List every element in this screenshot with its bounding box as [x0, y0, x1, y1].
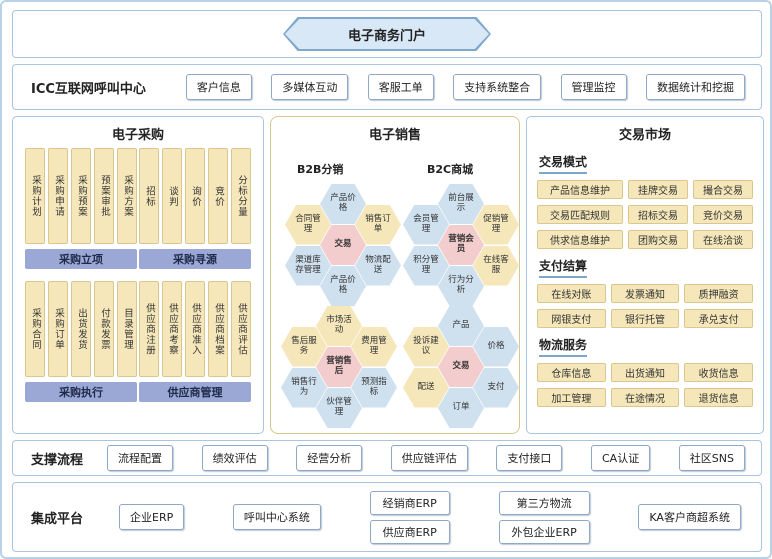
icc-label: ICC互联网呼叫中心	[31, 81, 146, 97]
market-section-header: 支付结算	[539, 257, 755, 278]
market-section-header: 物流服务	[539, 336, 755, 357]
b2b-label: B2B分销	[297, 163, 344, 176]
market-item: 银行托管	[610, 309, 680, 328]
icc-band: ICC互联网呼叫中心 客户信息 多媒体互动 客服工单 支持系统整合 管理监控 数…	[12, 64, 762, 110]
procurement-item: 采购方案	[117, 148, 137, 244]
procurement-item: 付款发票	[94, 281, 114, 377]
integration-system-stack: 经销商ERP 供应商ERP	[369, 490, 450, 544]
b2c-label: B2C商城	[427, 163, 474, 176]
integration-system: KA客户商超系统	[638, 504, 741, 530]
procurement-panel: 电子采购 采购计划 采购申请 采购预案 预案审批 采购方案 采购立项 招标	[12, 116, 264, 434]
procurement-item: 供应商档案	[208, 281, 228, 377]
market-item: 出货通知	[610, 363, 680, 382]
procurement-item: 供应商准入	[185, 281, 205, 377]
integration-band: 集成平台 企业ERP 呼叫中心系统 经销商ERP 供应商ERP 第三方物流 外包…	[12, 482, 762, 552]
market-panel: 交易市场 交易模式 产品信息维护 挂牌交易 撮合交易 交易匹配规则 招标交易 竞…	[526, 116, 764, 434]
market-item: 质押融资	[684, 284, 754, 303]
market-item: 仓库信息	[537, 363, 606, 382]
support-band: 支撑流程 流程配置 绩效评估 经营分析 供应链评估 支付接口 CA认证 社区SN…	[12, 440, 762, 476]
icc-items: 客户信息 多媒体互动 客服工单 支持系统整合 管理监控 数据统计和挖掘	[146, 74, 761, 100]
procurement-stage-bar: 供应商管理	[139, 382, 251, 402]
procurement-item: 采购订单	[48, 281, 68, 377]
support-items: 流程配置 绩效评估 经营分析 供应链评估 支付接口 CA认证 社区SNS	[83, 445, 761, 471]
procurement-item: 供应商注册	[139, 281, 159, 377]
procurement-group: 采购合同 采购订单 出货发货 付款发票 目录管理 采购执行	[25, 281, 137, 402]
procurement-item: 招标	[139, 148, 159, 244]
market-item: 交易匹配规则	[537, 205, 624, 224]
portal-band: 电子商务门户	[12, 10, 762, 58]
market-item: 网银支付	[537, 309, 606, 328]
procurement-row-2: 采购合同 采购订单 出货发货 付款发票 目录管理 采购执行 供应商注册 供应商考…	[21, 281, 255, 402]
support-button: 社区SNS	[678, 445, 745, 471]
market-item: 撮合交易	[693, 180, 753, 199]
market-body: 交易模式 产品信息维护 挂牌交易 撮合交易 交易匹配规则 招标交易 竞价交易 供…	[527, 143, 763, 407]
integration-system: 第三方物流	[498, 490, 590, 515]
procurement-item: 采购合同	[25, 281, 45, 377]
icc-button: 多媒体互动	[271, 74, 349, 100]
procurement-item: 询价	[185, 148, 205, 244]
procurement-stage-bar: 采购执行	[25, 382, 137, 402]
market-item: 挂牌交易	[628, 180, 689, 199]
integration-label: 集成平台	[31, 511, 84, 527]
market-item: 承兑支付	[684, 309, 754, 328]
icc-button: 客服工单	[367, 74, 434, 100]
market-item: 产品信息维护	[537, 180, 624, 199]
integration-system: 供应商ERP	[369, 519, 450, 544]
integration-system: 经销商ERP	[369, 490, 450, 515]
procurement-item: 竞价	[208, 148, 228, 244]
procurement-item: 出货发货	[71, 281, 91, 377]
support-button: 流程配置	[107, 445, 174, 471]
procurement-group: 采购计划 采购申请 采购预案 预案审批 采购方案 采购立项	[25, 148, 137, 269]
icc-button: 数据统计和挖掘	[645, 74, 745, 100]
market-item: 在途情况	[610, 388, 680, 407]
market-item: 招标交易	[628, 205, 689, 224]
procurement-item: 预案审批	[94, 148, 114, 244]
support-button: CA认证	[590, 445, 651, 471]
portal-badge: 电子商务门户	[283, 17, 491, 51]
sales-title: 电子销售	[368, 128, 421, 143]
procurement-item: 采购预案	[71, 148, 91, 244]
support-button: 支付接口	[496, 445, 563, 471]
integration-system-stack: 第三方物流 外包企业ERP	[498, 490, 590, 544]
procurement-stage-bar: 采购寻源	[139, 249, 251, 269]
integration-system: 外包企业ERP	[498, 519, 590, 544]
procurement-group: 供应商注册 供应商考察 供应商准入 供应商档案 供应商评估 供应商管理	[139, 281, 251, 402]
integration-system: 呼叫中心系统	[232, 504, 321, 530]
procurement-group: 招标 谈判 询价 竞价 分标分量 采购寻源	[139, 148, 251, 269]
market-item: 加工管理	[537, 388, 606, 407]
market-item: 退货信息	[684, 388, 754, 407]
procurement-item: 谈判	[162, 148, 182, 244]
icc-button: 客户信息	[185, 74, 252, 100]
market-item: 竞价交易	[693, 205, 753, 224]
support-button: 供应链评估	[390, 445, 468, 471]
procurement-body: 采购计划 采购申请 采购预案 预案审批 采购方案 采购立项 招标 谈判 询价 竞…	[13, 143, 263, 402]
integration-system: 企业ERP	[119, 504, 185, 530]
portal-title: 电子商务门户	[285, 19, 489, 49]
procurement-item: 目录管理	[117, 281, 137, 377]
procurement-item: 供应商评估	[231, 281, 251, 377]
support-button: 经营分析	[296, 445, 363, 471]
market-section-header: 交易模式	[539, 153, 755, 174]
procurement-item: 采购计划	[25, 148, 45, 244]
procurement-item: 采购申请	[48, 148, 68, 244]
support-button: 绩效评估	[201, 445, 268, 471]
market-item: 发票通知	[610, 284, 680, 303]
integration-items: 企业ERP 呼叫中心系统 经销商ERP 供应商ERP 第三方物流 外包企业ERP…	[83, 490, 761, 544]
market-item: 供求信息维护	[537, 230, 624, 249]
procurement-row-1: 采购计划 采购申请 采购预案 预案审批 采购方案 采购立项 招标 谈判 询价 竞…	[21, 148, 255, 269]
procurement-title: 电子采购	[111, 128, 164, 143]
market-title: 交易市场	[618, 128, 671, 143]
market-item: 在线洽谈	[693, 230, 753, 249]
support-label: 支撑流程	[31, 452, 84, 468]
market-item: 收货信息	[684, 363, 754, 382]
sales-panel: 电子销售 B2B分销 B2C商城 产品价格 销售订单 合同管理 交易 物流配送 …	[270, 116, 520, 434]
procurement-item: 供应商考察	[162, 281, 182, 377]
procurement-item: 分标分量	[231, 148, 251, 244]
procurement-stage-bar: 采购立项	[25, 249, 137, 269]
icc-button: 管理监控	[560, 74, 627, 100]
market-item: 在线对账	[537, 284, 606, 303]
market-item: 团购交易	[628, 230, 689, 249]
icc-button: 支持系统整合	[453, 74, 542, 100]
